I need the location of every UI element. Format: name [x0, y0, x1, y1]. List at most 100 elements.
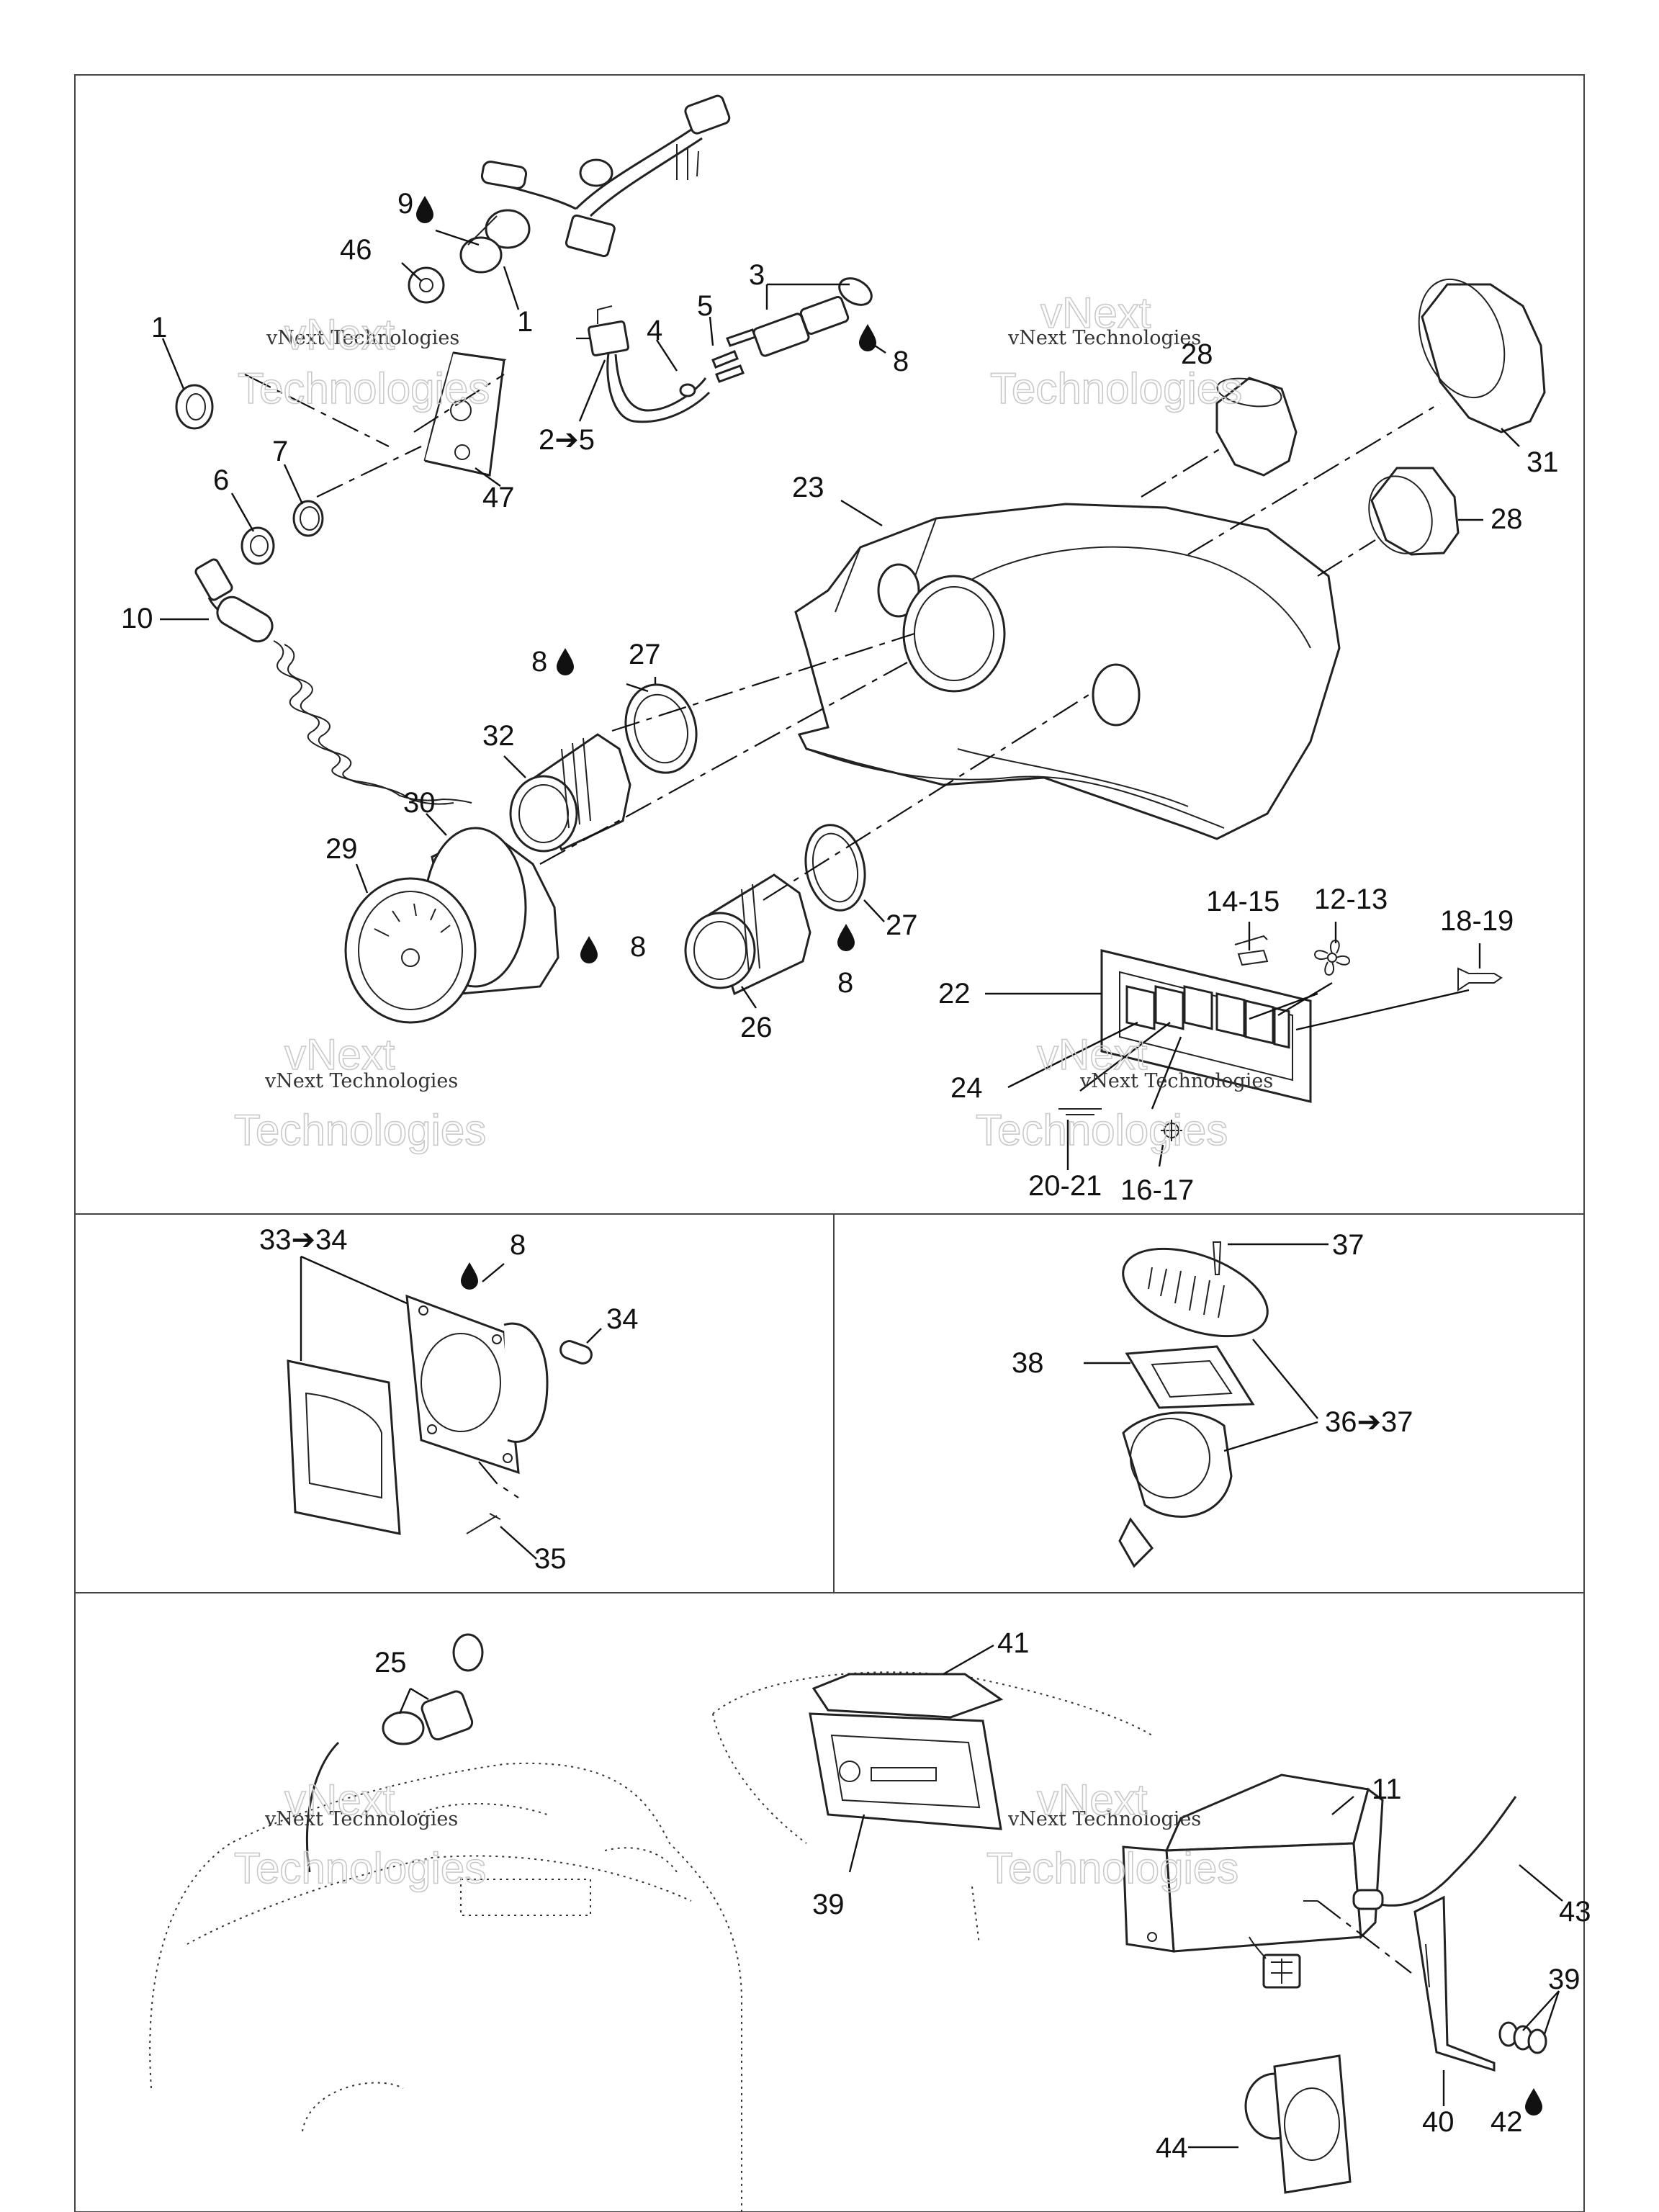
screw [1212, 1241, 1222, 1275]
o-rings [240, 500, 324, 565]
watermark-outline-b: Technologies [238, 364, 490, 413]
switch-panel [1100, 949, 1312, 1103]
vent-grille [1122, 1247, 1269, 1338]
storage-compartment [712, 1671, 1153, 1945]
ignition-switch [459, 209, 531, 274]
watermark-outline-a: vNext [1040, 289, 1151, 337]
callout-23: 23 [792, 472, 824, 503]
vent-gasket [1125, 1345, 1255, 1409]
callout-11: 11 [1372, 1773, 1402, 1805]
radio-unit [809, 1712, 1002, 1830]
watermark-text: vNext Technologies [1079, 1070, 1273, 1092]
callout-8c: 8 [630, 931, 646, 963]
middle-left-panel [287, 1294, 593, 1535]
callout-2to5: 2➔5 [539, 424, 595, 456]
watermark-outline-a: vNext [284, 1030, 395, 1079]
l-bracket [1413, 1895, 1496, 2072]
callout-24: 24 [950, 1072, 983, 1104]
callout-36to37: 36➔37 [1325, 1406, 1413, 1438]
watermark-outline-a: vNext [1037, 1776, 1148, 1824]
callout-9: 9 [397, 188, 413, 220]
callout-10: 10 [121, 603, 153, 634]
callout-16-17: 16-17 [1120, 1174, 1194, 1206]
callout-8e: 8 [510, 1229, 526, 1261]
drop-icon [416, 196, 1542, 2116]
radio-box [1122, 1773, 1384, 1953]
vent-housing [1118, 1411, 1233, 1568]
callout-labels: 1 1 46 9 5 4 3 8 2➔5 7 6 47 10 28 31 28 … [121, 188, 1591, 2164]
watermark-text: vNext Technologies [264, 1808, 458, 1830]
middle-right-panel [1118, 1241, 1269, 1568]
ring-nut [175, 384, 214, 430]
speedometer [344, 827, 559, 1024]
watermark-outline-a: vNext [1037, 1030, 1148, 1079]
callout-27: 27 [629, 639, 661, 670]
callout-26: 26 [740, 1012, 773, 1043]
callout-8b: 8 [531, 646, 547, 678]
callout-1: 1 [151, 312, 167, 343]
watermark-text: vNext Technologies [266, 327, 459, 349]
callout-8: 8 [893, 346, 909, 377]
callout-33to34: 33➔34 [259, 1224, 348, 1256]
top-panel [175, 94, 1546, 1141]
wiper-icon [1058, 1108, 1102, 1115]
callout-35: 35 [534, 1543, 567, 1575]
watermark-text: vNext Technologies [264, 1070, 458, 1092]
small-gauge [509, 733, 631, 853]
radio-cover [811, 1673, 1004, 1719]
gauge-cap-medium [1368, 467, 1460, 556]
callout-44: 44 [1156, 2132, 1188, 2164]
diagram-frames [74, 74, 1585, 2212]
callout-14-15: 14-15 [1206, 886, 1280, 917]
radio-connector [1249, 1936, 1301, 1989]
gauge-mount [405, 1294, 549, 1475]
callout-8d: 8 [837, 967, 853, 999]
gauge-gasket-2 [804, 824, 866, 912]
gauge-gasket [624, 683, 698, 774]
callout-42: 42 [1491, 2106, 1523, 2138]
bezel-trim [287, 1359, 401, 1535]
bottom-panel [149, 1633, 1547, 2212]
watermark-outline-b: Technologies [234, 1844, 486, 1892]
watermark-outline-b: Technologies [986, 1844, 1238, 1892]
gauge-cap-small [1215, 377, 1298, 477]
speaker [1244, 2054, 1352, 2194]
antenna-lead [1352, 1796, 1517, 1910]
callout-37: 37 [1332, 1229, 1364, 1261]
callout-30: 30 [403, 787, 436, 819]
callout-27b: 27 [886, 909, 918, 941]
callout-39: 39 [812, 1889, 845, 1920]
gauge-cap-large [1418, 278, 1546, 433]
light-icon [1234, 935, 1269, 966]
washers-nut [1498, 2021, 1547, 2054]
callout-40: 40 [1422, 2106, 1455, 2138]
wiring-harness [480, 94, 731, 258]
fan-icon [1314, 940, 1350, 976]
hull-outline-left [149, 1741, 742, 2212]
safety-lanyard [194, 558, 472, 805]
watermark-text: vNext Technologies [1007, 1808, 1201, 1830]
callout-4: 4 [647, 315, 662, 346]
terminals [711, 328, 757, 383]
callout-29: 29 [325, 833, 358, 865]
bulb [559, 1340, 593, 1364]
callout-31: 31 [1527, 446, 1559, 478]
callout-32: 32 [482, 720, 515, 752]
watermark-outline-a: vNext [284, 310, 395, 359]
callout-20-21: 20-21 [1028, 1170, 1102, 1202]
watermark-outline-a: vNext [284, 1776, 395, 1824]
callout-41: 41 [997, 1627, 1030, 1659]
fuel-gauge [684, 873, 811, 996]
callout-3: 3 [749, 259, 765, 291]
star-washer [408, 266, 445, 304]
callout-22: 22 [938, 978, 971, 1010]
callout-1b: 1 [517, 306, 533, 338]
watermark-outline-b: Technologies [976, 1106, 1228, 1154]
watermark-outline-b: Technologies [234, 1106, 486, 1154]
horn-icon [1457, 967, 1503, 992]
start-stop-switch [588, 305, 711, 423]
instrument-console [794, 503, 1341, 840]
callout-46: 46 [340, 234, 372, 266]
guide-lines [244, 337, 1441, 901]
